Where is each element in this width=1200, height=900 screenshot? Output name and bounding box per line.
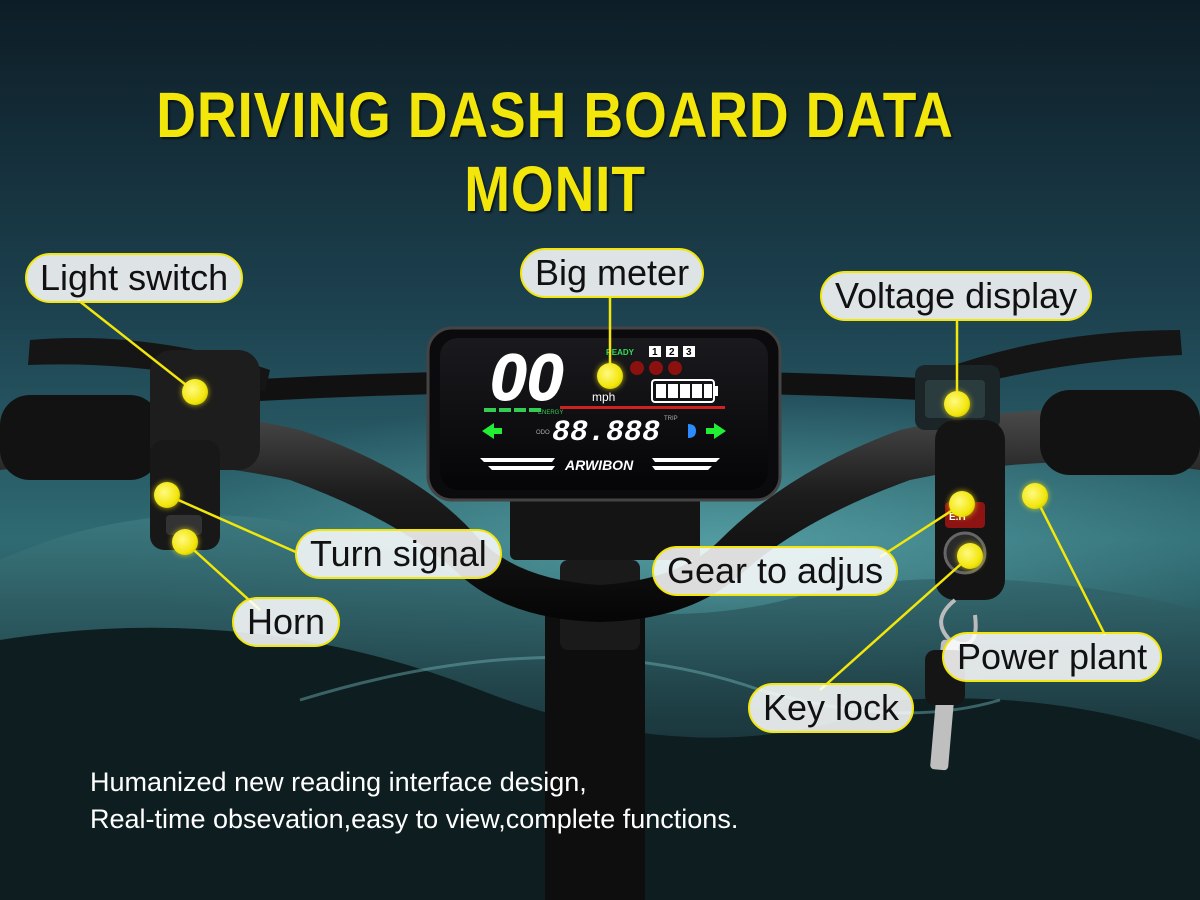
eh-label: E.H	[949, 512, 966, 523]
caption: Humanized new reading interface design, …	[90, 764, 738, 838]
brand-stripes	[480, 458, 720, 470]
callout-power-plant: Power plant	[942, 632, 1163, 682]
callout-turn-signal: Turn signal	[295, 529, 502, 579]
leader-light-switch	[77, 299, 196, 393]
right-brake-lever	[940, 330, 1182, 392]
turn-signal-marker	[154, 482, 180, 508]
brand-logo: ARWIBON	[564, 457, 634, 473]
callout-horn: Horn	[232, 597, 341, 647]
trip-label: TRIP	[664, 416, 678, 422]
energy-label: ENERGY	[538, 410, 563, 416]
leader-turn-signal	[166, 493, 299, 555]
gear-3: 3	[686, 347, 692, 358]
leader-key-lock	[819, 555, 971, 691]
odometer-readout: 88.888	[552, 416, 660, 450]
big-meter-marker	[597, 363, 623, 389]
right-turn-arrow-icon	[706, 423, 726, 439]
display-screen	[440, 338, 768, 490]
handlebar	[0, 409, 1200, 622]
light-switch-marker	[182, 379, 208, 405]
voltage-display-marker	[944, 391, 970, 417]
horn-button	[166, 515, 202, 535]
gear-1: 1	[652, 347, 658, 358]
gear-indicators: 1 2 3	[649, 346, 695, 358]
energy-bar	[484, 406, 725, 412]
horn-marker	[172, 529, 198, 555]
gear-marker	[949, 491, 975, 517]
right-grip	[1040, 390, 1200, 475]
callout-gear-adjust: Gear to adjus	[652, 546, 899, 596]
speed-unit: mph	[592, 390, 615, 404]
leader-gear	[879, 502, 963, 559]
leader-power	[1033, 495, 1107, 636]
leader-lines	[77, 298, 1107, 691]
battery-icon	[651, 379, 718, 403]
warning-lights	[630, 361, 682, 375]
power-plant-marker	[1022, 483, 1048, 509]
speed-readout: 00	[490, 340, 564, 414]
key-lock-marker	[957, 543, 983, 569]
odo-label: ODO	[536, 430, 550, 436]
page-title: DRIVING DASH BOARD DATA MONIT	[156, 79, 954, 225]
gear-2: 2	[669, 347, 675, 358]
callout-light-switch: Light switch	[25, 253, 244, 303]
left-grip	[0, 395, 160, 480]
left-turn-arrow-icon	[482, 423, 502, 439]
caption-line-1: Humanized new reading interface design,	[90, 767, 587, 797]
callout-voltage-display: Voltage display	[820, 271, 1093, 321]
callout-key-lock: Key lock	[748, 683, 915, 733]
dune-ridge	[299, 655, 1001, 715]
callout-big-meter: Big meter	[520, 248, 705, 298]
display-bracket	[510, 495, 700, 560]
ready-indicator: READY	[606, 348, 635, 357]
caption-line-2: Real-time obsevation,easy to view,comple…	[90, 804, 739, 834]
headlight-icon	[688, 424, 696, 438]
